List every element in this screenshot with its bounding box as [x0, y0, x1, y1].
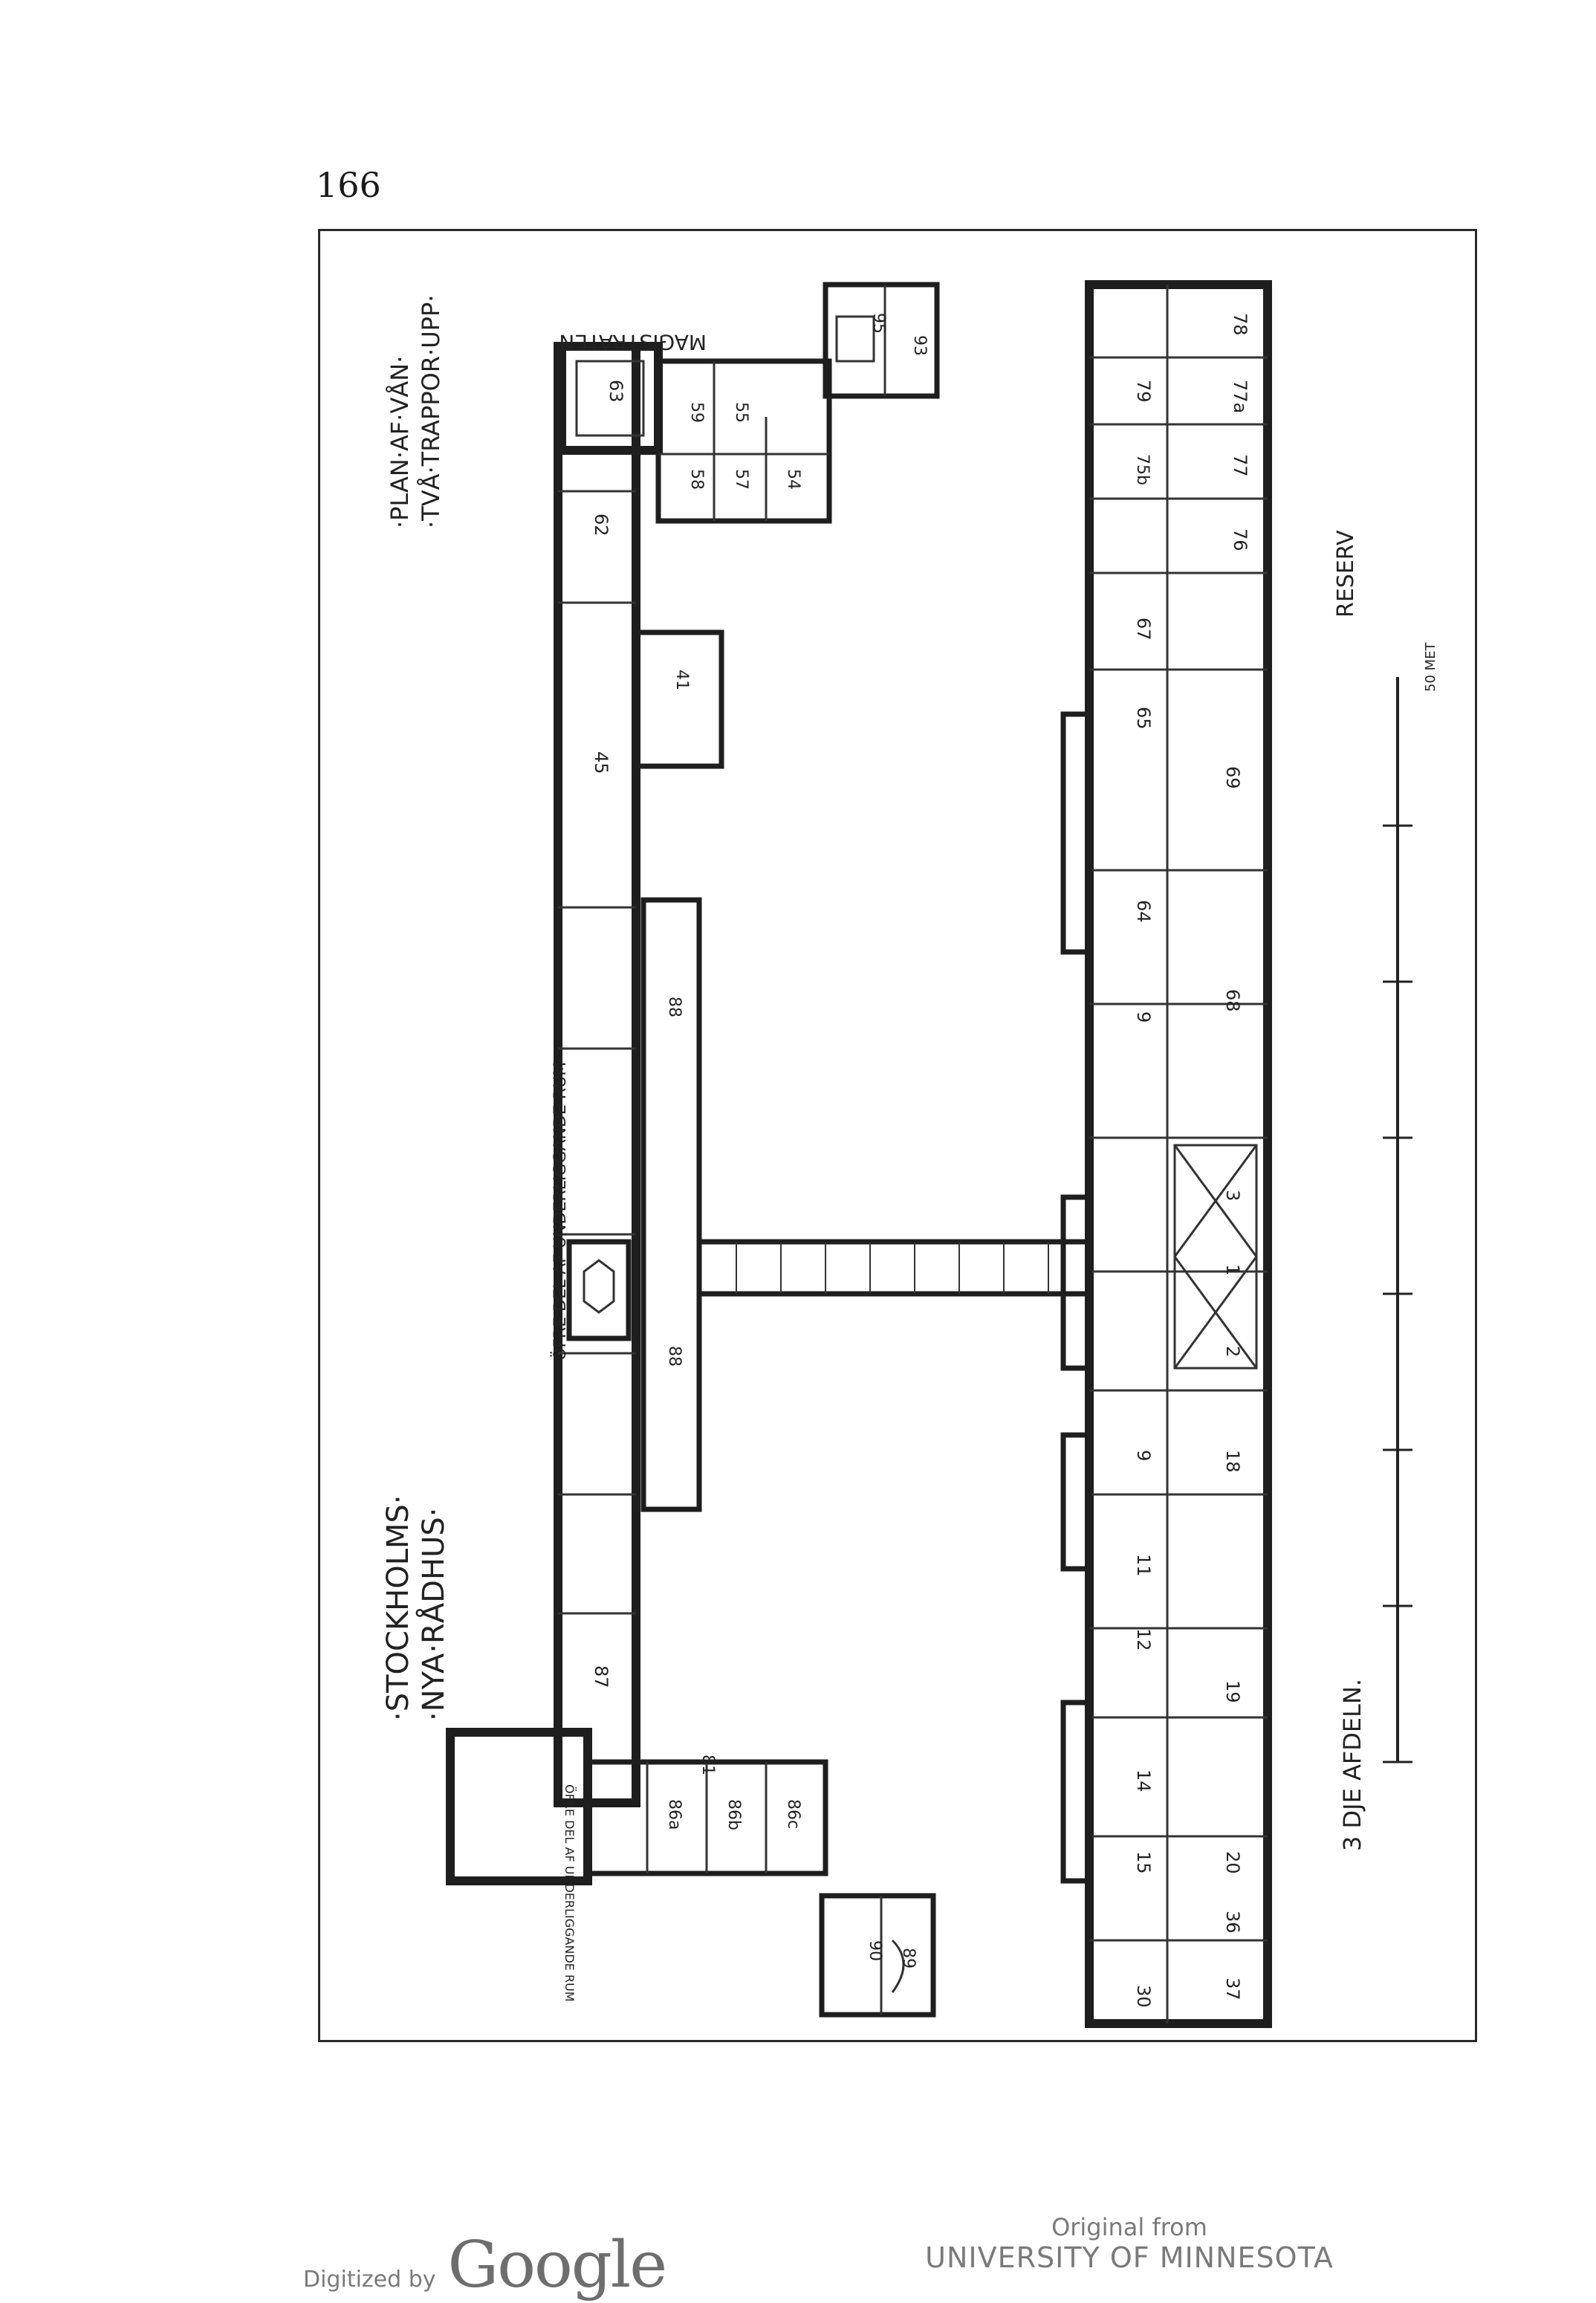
- svg-text:86a: 86a: [665, 1799, 684, 1830]
- svg-text:11: 11: [1133, 1554, 1154, 1577]
- svg-text:14: 14: [1133, 1769, 1154, 1792]
- floor-plan-frame: 95 93 89 90: [318, 229, 1477, 2042]
- svg-text:88: 88: [665, 1346, 684, 1367]
- svg-text:15: 15: [1133, 1851, 1154, 1874]
- svg-text:86c: 86c: [784, 1799, 802, 1829]
- front-room-labels: 78 77a 77 76 79 75b 67 65 69 64 9 68 3 1…: [1133, 313, 1250, 2008]
- svg-text:9: 9: [1133, 1011, 1154, 1023]
- svg-text:63: 63: [606, 380, 626, 403]
- svg-text:45: 45: [591, 751, 612, 774]
- svg-text:89: 89: [899, 1948, 918, 1969]
- plan-title-line2: ·NYA·RÅDHUS·: [415, 1508, 451, 1721]
- svg-text:77: 77: [1230, 454, 1250, 477]
- scale-unit-label: 50 MET: [1423, 641, 1438, 692]
- svg-text:1: 1: [1222, 1264, 1243, 1275]
- svg-text:90: 90: [866, 1940, 884, 1961]
- svg-text:77a: 77a: [1230, 380, 1250, 413]
- magistraten-label: MAGISTRATEN: [559, 330, 707, 354]
- svg-text:86b: 86b: [724, 1799, 743, 1830]
- magistraten-annex: 95 93: [823, 282, 940, 399]
- digitized-label: Digitized by: [303, 2267, 436, 2293]
- svg-text:12: 12: [1133, 1628, 1154, 1651]
- plan-annotations: ·STOCKHOLMS· ·NYA·RÅDHUS· ·PLAN·AF·VÅN· …: [381, 295, 1366, 2002]
- svg-text:69: 69: [1222, 766, 1243, 789]
- page-number: 166: [316, 165, 381, 205]
- afdeln-label: 3 DJE AFDELN.: [1338, 1679, 1366, 1851]
- svg-text:68: 68: [1222, 989, 1243, 1012]
- digitized-by-google: Digitized by Google: [303, 2228, 668, 2302]
- floor-plan-drawing: 95 93 89 90: [381, 280, 1438, 2028]
- svg-text:36: 36: [1222, 1911, 1243, 1934]
- svg-text:81: 81: [698, 1755, 717, 1775]
- courtyard-corridors: 41 88 88: [633, 629, 1092, 1884]
- svg-text:76: 76: [1230, 528, 1250, 551]
- reserv-label: RESERV: [1333, 530, 1359, 618]
- svg-text:65: 65: [1133, 707, 1154, 730]
- svg-text:18: 18: [1222, 1450, 1243, 1473]
- svg-text:59: 59: [687, 402, 706, 423]
- plan-subtitle-line1: ·PLAN·AF·VÅN·: [386, 356, 414, 528]
- plan-title-line1: ·STOCKHOLMS·: [381, 1494, 415, 1721]
- main-front-wing: [1085, 280, 1272, 2028]
- svg-text:79: 79: [1133, 380, 1154, 403]
- svg-text:87: 87: [591, 1665, 612, 1688]
- plan-subtitle-line2: ·TVÅ·TRAPPOR·UPP·: [417, 295, 445, 528]
- original-from-block: Original from UNIVERSITY OF MINNESOTA: [921, 2213, 1337, 2274]
- svg-text:2: 2: [1222, 1346, 1243, 1357]
- ofre-del-box-label: ÖFRE DEL AF UNDERLIGGANDE RUM: [562, 1784, 577, 2002]
- svg-text:64: 64: [1133, 900, 1154, 923]
- svg-text:20: 20: [1222, 1851, 1243, 1874]
- lower-rooms-block: 86a 86b 86c 81: [446, 1728, 828, 1885]
- room-95-label: 95: [869, 313, 888, 334]
- svg-text:19: 19: [1222, 1680, 1243, 1703]
- university-label: UNIVERSITY OF MINNESOTA: [925, 2241, 1334, 2274]
- svg-text:3: 3: [1222, 1190, 1243, 1201]
- google-logo: Google: [447, 2228, 668, 2302]
- original-from-label: Original from: [1051, 2213, 1207, 2241]
- room-93-label: 93: [910, 335, 929, 356]
- svg-text:54: 54: [784, 469, 802, 490]
- ofre-del-label: ÖFRE DEL AF UNDERLIGGANDE RUM: [551, 1062, 570, 1361]
- svg-text:57: 57: [732, 469, 750, 490]
- upper-courtyard-block: 59 55 58 57 54: [655, 358, 832, 524]
- svg-text:37: 37: [1222, 1978, 1243, 2001]
- svg-text:41: 41: [672, 670, 691, 690]
- svg-text:30: 30: [1133, 1985, 1154, 2008]
- svg-text:75b: 75b: [1133, 454, 1152, 485]
- svg-text:62: 62: [591, 514, 612, 537]
- svg-text:55: 55: [732, 402, 750, 423]
- lower-annex: 89 90: [819, 1893, 936, 2018]
- svg-text:78: 78: [1230, 313, 1250, 336]
- svg-text:67: 67: [1133, 618, 1154, 641]
- svg-text:58: 58: [687, 469, 706, 490]
- svg-text:88: 88: [665, 997, 684, 1017]
- scale-bar: 50 MET: [1383, 641, 1438, 1763]
- rear-wing: 63 62 45 87: [554, 342, 663, 1807]
- svg-text:9: 9: [1133, 1450, 1154, 1461]
